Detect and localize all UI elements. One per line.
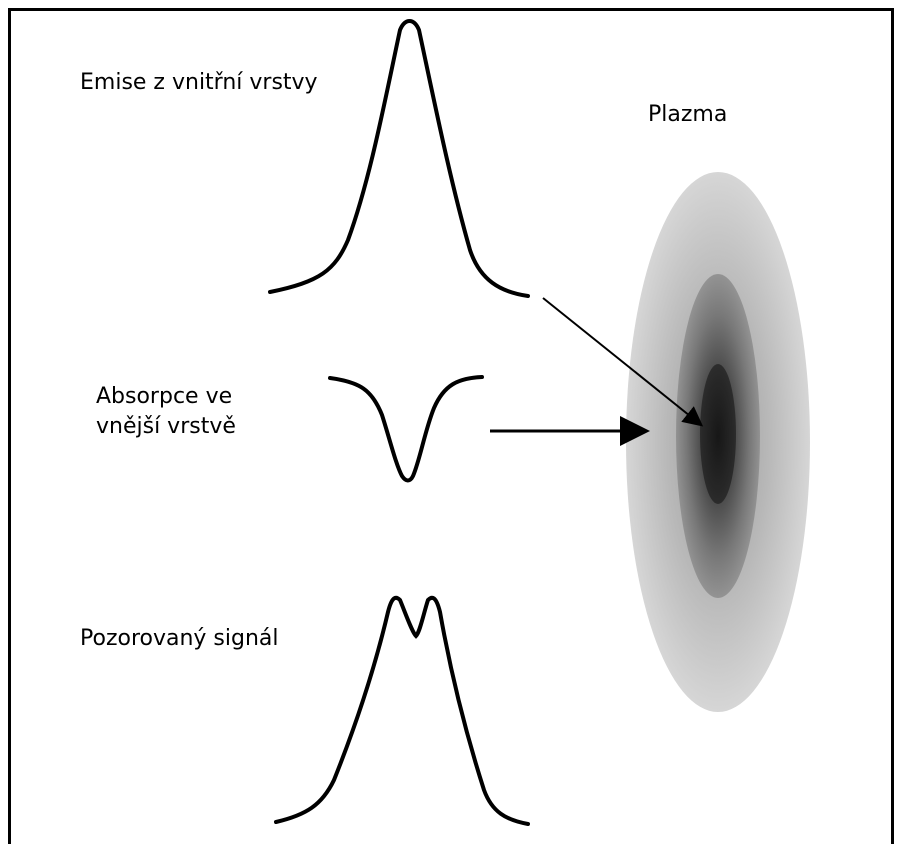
absorption-label-line1: Absorpce ve — [96, 384, 233, 409]
absorption-label: Absorpce ve vnější vrstvě — [96, 382, 236, 442]
absorption-profile-curve — [328, 375, 484, 483]
emission-arrow — [542, 297, 704, 427]
observed-signal-label: Pozorovaný signál — [80, 626, 279, 651]
diagram-frame — [8, 8, 894, 844]
emission-label: Emise z vnitřní vrstvy — [80, 70, 318, 95]
observed-signal-curve — [274, 595, 530, 826]
plasma-core — [700, 364, 736, 504]
absorption-label-line2: vnější vrstvě — [96, 414, 236, 439]
emission-profile-curve — [268, 19, 530, 298]
plasma-label: Plazma — [648, 102, 728, 127]
plasma-shape — [626, 172, 810, 712]
